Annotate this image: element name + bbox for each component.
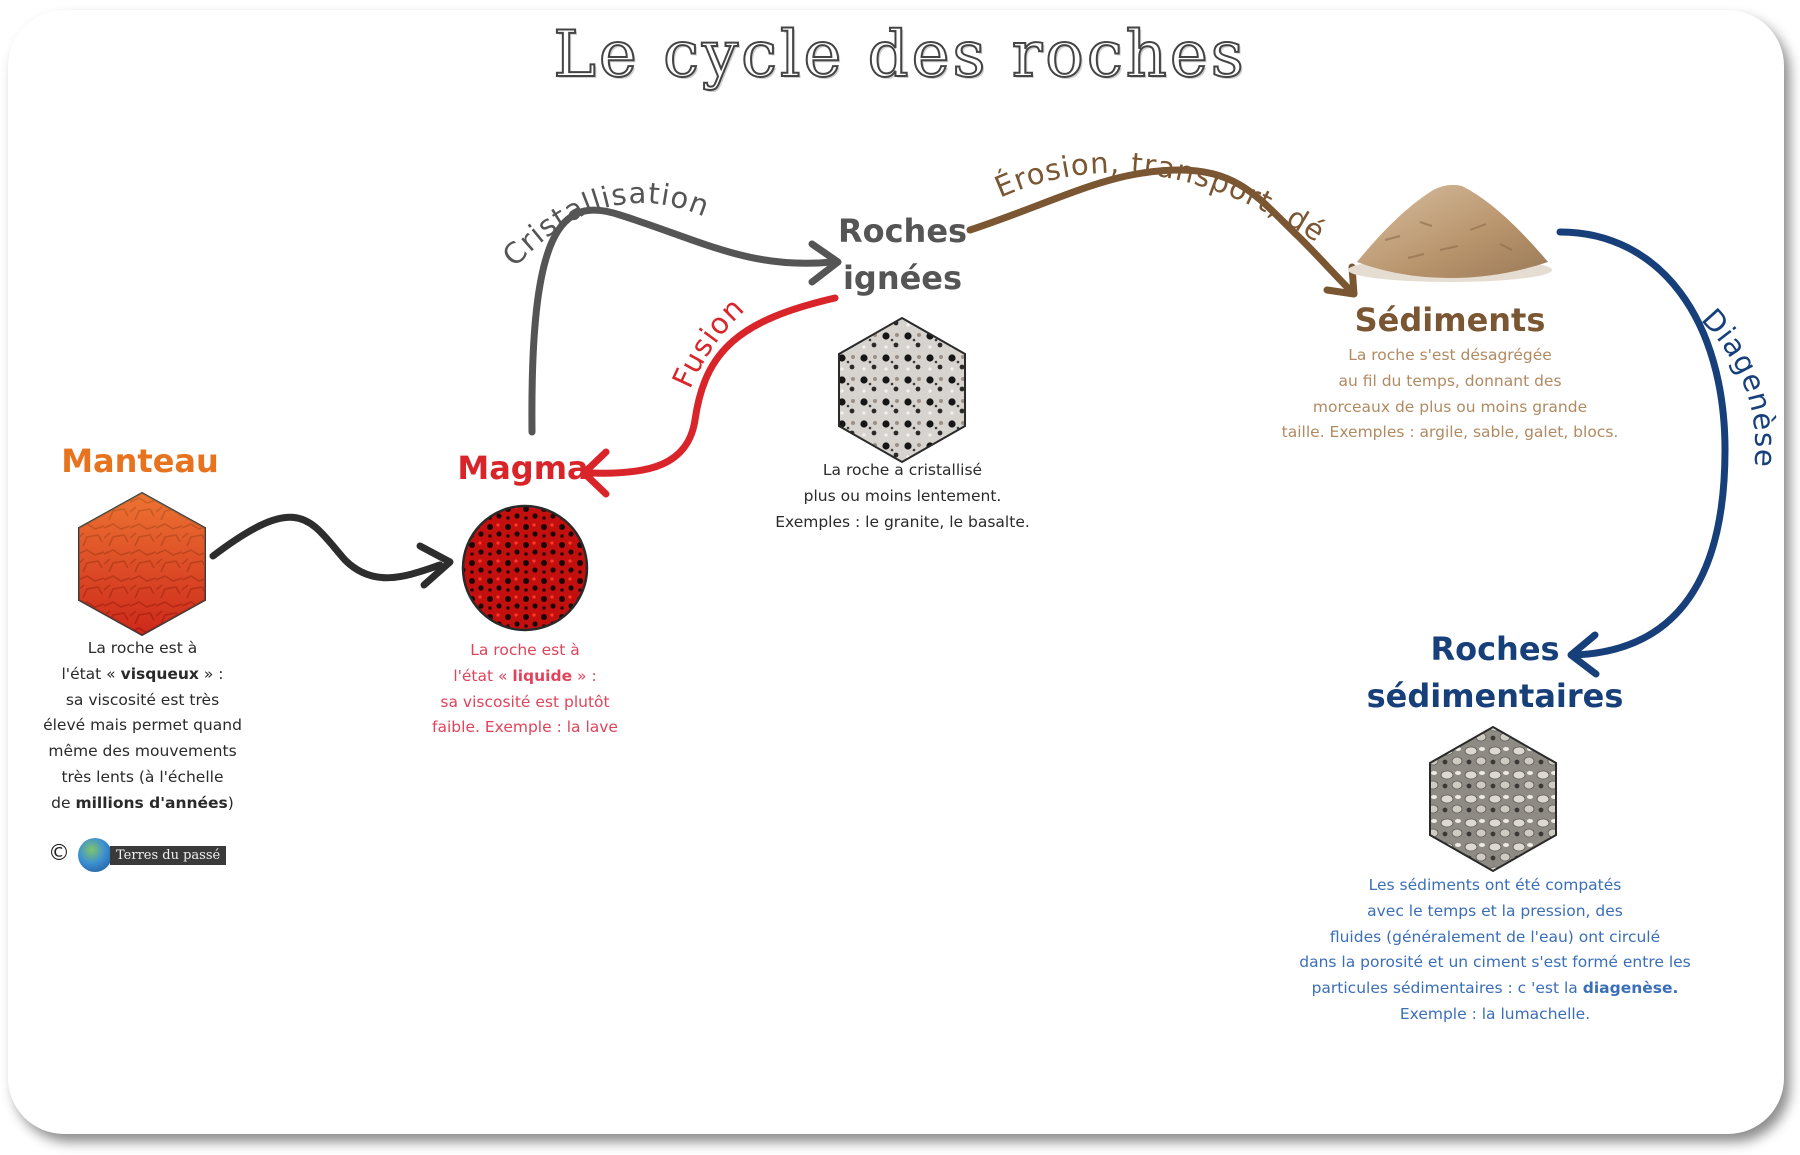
cristallisation-arrowhead	[808, 240, 842, 286]
ignees-rock-image	[838, 316, 966, 464]
manteau-title: Manteau	[61, 442, 219, 480]
cristallisation-arrow	[528, 206, 836, 436]
diagenese-label: Diagenèse	[1695, 302, 1782, 469]
fusion-arrow	[586, 294, 839, 477]
diagram-card	[8, 10, 1784, 1134]
erosion-arrow	[966, 166, 1354, 294]
erosion-arrowhead	[1323, 263, 1358, 298]
sedimentaires-rock-image	[1429, 725, 1557, 873]
diagenese-arrow	[1556, 228, 1729, 659]
ignees-description: La roche a cristallisé plus ou moins len…	[775, 461, 1030, 531]
diagenese-arrowhead	[1567, 631, 1600, 678]
sediments-title: Sédiments	[1354, 301, 1546, 339]
globe-icon	[78, 838, 112, 872]
credit-logo: © Terres du passé	[48, 838, 233, 872]
manteau-to-magma-arrowhead	[416, 542, 454, 589]
sediments-description: La roche s'est désagrégée au fil du temp…	[1281, 346, 1619, 442]
manteau-description: La roche est à l'état « visqueux » : sa …	[43, 639, 242, 812]
magma-title: Magma	[457, 449, 589, 487]
manteau-rock-image	[78, 491, 206, 637]
copyright-symbol: ©	[48, 841, 70, 866]
ignees-title: Roches ignées	[837, 212, 968, 297]
manteau-to-magma-arrow	[209, 513, 444, 582]
magma-rock-image	[461, 504, 589, 632]
page-title: Le cycle des roches	[552, 17, 1247, 93]
sedimentaires-title: Roches sédimentaires	[1366, 630, 1624, 715]
fusion-arrowhead	[580, 448, 610, 498]
magma-description: La roche est à l'état « liquide » : sa v…	[432, 641, 618, 737]
sedimentaires-description: Les sédiments ont été compatés avec le t…	[1299, 876, 1691, 1023]
sediments-pile-image	[1348, 184, 1552, 282]
cristallisation-label: Cristallisation	[496, 176, 715, 273]
credit-label: Terres du passé	[110, 846, 227, 865]
